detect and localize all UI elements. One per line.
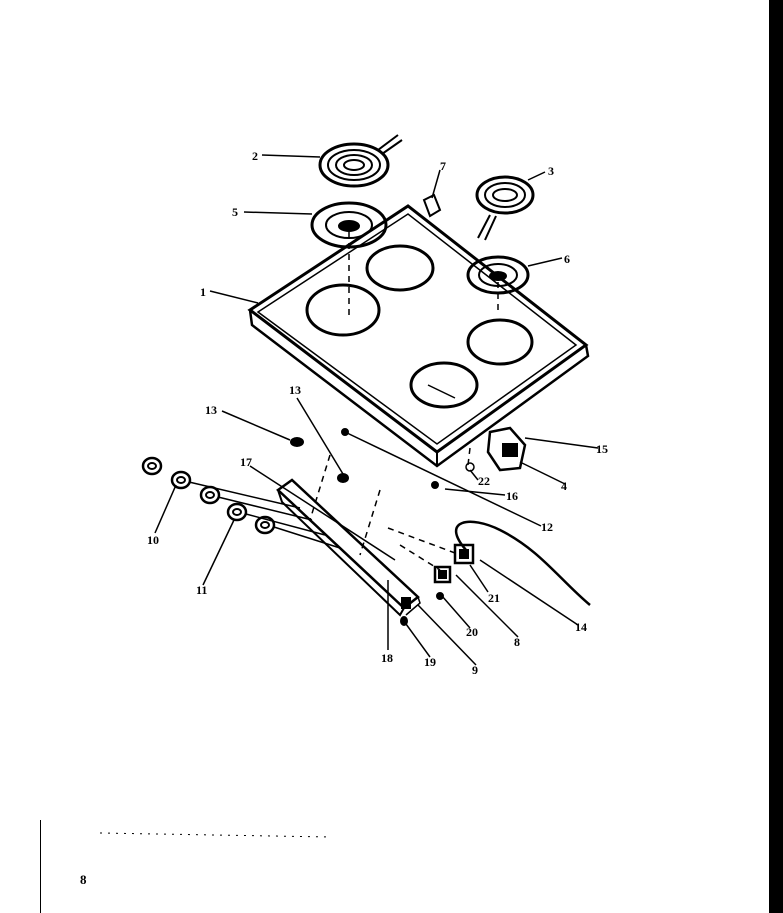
callout-19: 19 (424, 655, 436, 669)
surface-element-small (475, 175, 535, 241)
callout-6: 6 (564, 252, 570, 266)
control-panel (276, 478, 421, 617)
callout-16: 16 (506, 489, 518, 503)
callout-12: 12 (541, 520, 553, 534)
scan-artifacts (99, 832, 331, 838)
callout-17: 17 (240, 455, 252, 469)
leader-lines (154, 154, 599, 666)
callout-21: 21 (488, 591, 500, 605)
alignment-lines (309, 232, 499, 571)
burner-opening-front-center (409, 361, 479, 409)
surface-element-large (318, 134, 403, 188)
callout-7: 7 (440, 159, 446, 173)
scan-edge-bar (769, 0, 783, 913)
screws (290, 428, 444, 626)
callout-13-left: 13 (205, 403, 217, 417)
callout-1: 1 (200, 285, 206, 299)
callout-4: 4 (561, 479, 567, 493)
callout-labels: 2 3 5 7 6 1 13 13 15 17 22 4 16 12 10 11… (147, 149, 608, 677)
terminal-block (465, 426, 527, 472)
callout-22: 22 (478, 474, 490, 488)
cooktop-frame (247, 204, 590, 468)
callout-2: 2 (252, 149, 258, 163)
control-knobs (141, 456, 341, 549)
element-receptacle-bracket (422, 193, 442, 218)
callout-10: 10 (147, 533, 159, 547)
callout-15: 15 (596, 442, 608, 456)
burner-opening-back-left (365, 244, 435, 292)
drip-pan-left (310, 201, 388, 249)
callout-3: 3 (548, 164, 554, 178)
callout-14: 14 (575, 620, 587, 634)
callout-11: 11 (196, 583, 207, 597)
callout-5: 5 (232, 205, 238, 219)
wiring-harness (454, 520, 591, 606)
callout-8: 8 (514, 635, 520, 649)
infinite-switches (433, 543, 475, 584)
page-number: 8 (80, 872, 87, 887)
callout-13-upper: 13 (289, 383, 301, 397)
callout-9: 9 (472, 663, 478, 677)
scan-margin-line (40, 820, 41, 913)
burner-opening-front-right (466, 318, 534, 366)
burner-opening-front-left (305, 283, 381, 337)
callout-20: 20 (466, 625, 478, 639)
callout-18: 18 (381, 651, 393, 665)
